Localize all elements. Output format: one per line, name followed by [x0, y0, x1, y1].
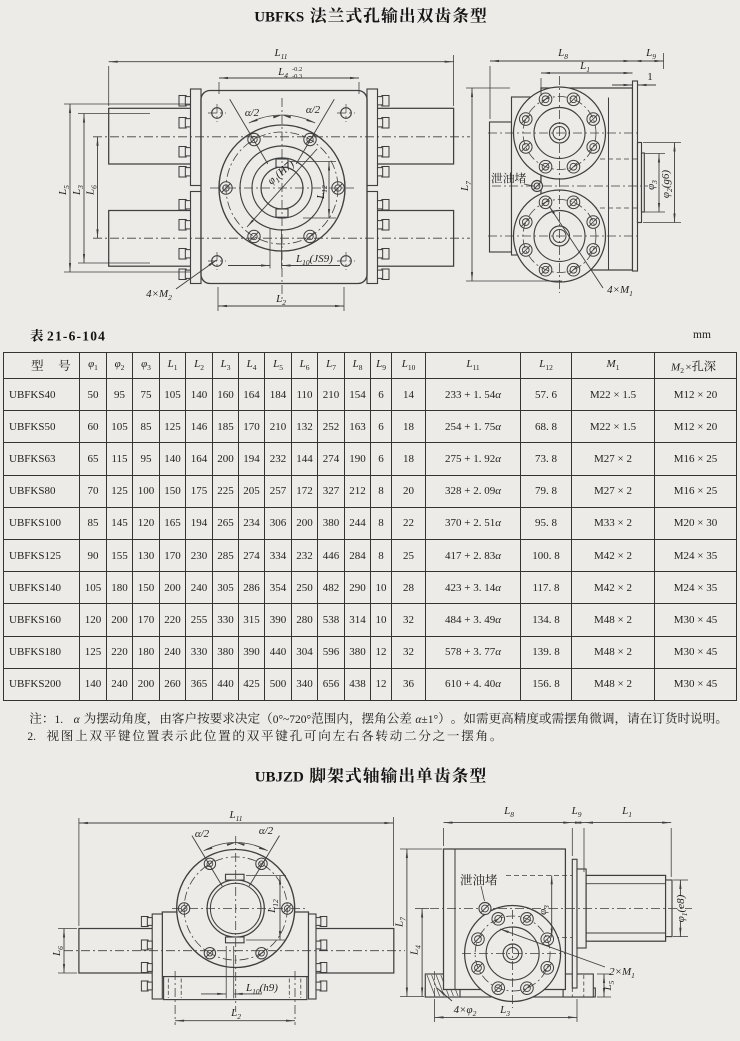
svg-text:-0.2: -0.2: [292, 66, 302, 73]
svg-text:UBJZD: UBJZD: [255, 770, 304, 786]
svg-text:L7: L7: [394, 917, 408, 928]
svg-text:L10(JS9): L10(JS9): [295, 253, 333, 267]
svg-text:L5: L5: [602, 980, 616, 991]
svg-text:α/2: α/2: [195, 828, 210, 840]
svg-text:1: 1: [647, 71, 653, 83]
svg-text:L11: L11: [273, 47, 287, 61]
svg-text:L4: L4: [409, 945, 423, 956]
svg-text:1.: 1.: [55, 714, 64, 726]
svg-text:φ3: φ3: [645, 180, 659, 190]
svg-text:φ2(g6): φ2(g6): [660, 170, 674, 199]
svg-text:4×M1: 4×M1: [607, 284, 633, 298]
svg-text:UBFKS: UBFKS: [254, 10, 304, 26]
svg-text:α: α: [415, 714, 422, 726]
svg-text:L11: L11: [228, 809, 242, 823]
svg-text:L2: L2: [275, 293, 286, 307]
svg-text:L9: L9: [645, 47, 656, 61]
svg-text:±1°: ±1°: [421, 714, 438, 726]
svg-text:L4: L4: [277, 66, 288, 80]
svg-text:α/2: α/2: [245, 107, 260, 119]
svg-text:-0.3: -0.3: [292, 73, 302, 80]
svg-text:4×M2: 4×M2: [146, 288, 172, 302]
svg-text:2×M1: 2×M1: [609, 966, 635, 980]
svg-text:α/2: α/2: [306, 104, 321, 116]
svg-text:L1: L1: [621, 805, 632, 819]
svg-text:L2: L2: [230, 1007, 241, 1021]
svg-text:0°~720°: 0°~720°: [273, 714, 312, 726]
svg-text:L7: L7: [459, 181, 473, 192]
svg-text:4×φ2: 4×φ2: [454, 1004, 477, 1018]
svg-text:L3: L3: [71, 185, 85, 196]
svg-text:L1: L1: [579, 60, 590, 74]
svg-text:L8: L8: [503, 805, 514, 819]
svg-text:L3: L3: [499, 1004, 510, 1018]
svg-text:φ1(e8): φ1(e8): [675, 894, 689, 922]
svg-text:L9: L9: [571, 805, 582, 819]
svg-text:L8: L8: [557, 47, 568, 61]
svg-text:α: α: [74, 714, 81, 726]
svg-text:L6: L6: [51, 946, 65, 957]
svg-text:21-6-104: 21-6-104: [47, 329, 106, 344]
svg-text:L5: L5: [57, 185, 71, 196]
svg-text:L10(h9): L10(h9): [245, 982, 278, 996]
svg-text:α/2: α/2: [259, 825, 274, 837]
svg-text:φ3: φ3: [537, 905, 551, 915]
svg-text:2.: 2.: [27, 731, 36, 743]
svg-text:L6: L6: [85, 185, 99, 196]
